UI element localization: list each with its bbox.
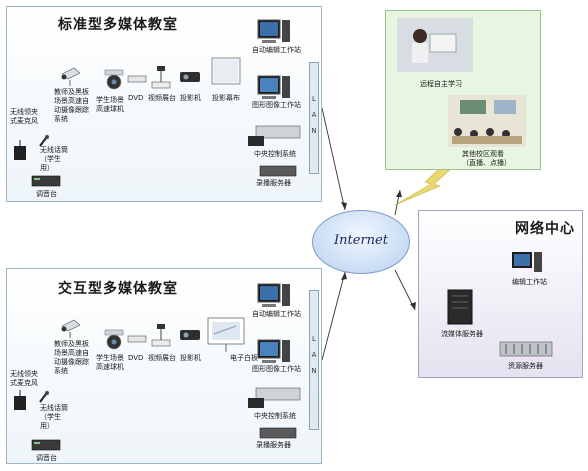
- student-camera-label: 学生场景高速球机: [96, 354, 124, 371]
- lapel-mic-icon: [14, 390, 26, 410]
- recording-server-icon: [259, 427, 297, 439]
- edit-workstation-icon: [512, 252, 542, 272]
- dvd-icon: [127, 335, 147, 343]
- projector-icon: [180, 330, 200, 340]
- internet-label: Internet: [334, 233, 388, 248]
- mixer-label: 调音台: [36, 190, 57, 198]
- screen-label: 投影幕布: [212, 94, 240, 102]
- central-control-icon: [248, 125, 301, 146]
- handheld-mic-icon: [39, 135, 49, 147]
- lapel-mic-label: 无线领夹式麦克风: [10, 108, 38, 125]
- mixer-icon: [31, 439, 61, 451]
- lightning-icon: [394, 167, 453, 206]
- lan-bar: L A N: [309, 62, 319, 174]
- central-control-icon: [248, 387, 301, 408]
- recording-server-label: 录播服务器: [256, 441, 291, 449]
- streaming-server-label: 流媒体服务器: [441, 330, 483, 338]
- workstation-icon: [257, 283, 290, 307]
- self-study-photo: [397, 18, 473, 72]
- dvd-label: DVD: [128, 354, 144, 362]
- central-control-label: 中央控制系统: [254, 150, 296, 158]
- edit-ws-label: 编辑工作站: [512, 278, 547, 286]
- workstation-icon: [257, 339, 290, 363]
- mixer-icon: [31, 175, 61, 187]
- recording-server-label: 录播服务器: [256, 179, 291, 187]
- projection-screen-icon: [211, 57, 241, 85]
- dvd-icon: [127, 75, 147, 83]
- streaming-server-icon: [447, 289, 473, 325]
- whiteboard-label: 电子白板: [230, 354, 258, 362]
- lapel-mic-label: 无线领夹式麦克风: [10, 370, 38, 387]
- teacher-camera-icon: [61, 319, 81, 338]
- mixer-label: 调音台: [36, 454, 57, 462]
- recording-server-icon: [259, 165, 297, 177]
- lapel-mic-icon: [14, 140, 26, 160]
- self-study-label: 远程自主学习: [420, 80, 462, 88]
- workstation-icon: [257, 75, 290, 99]
- other-campus-sub-label: （直播、点播）: [462, 159, 511, 167]
- dome-camera-icon: [104, 69, 124, 90]
- projector-icon: [180, 72, 200, 82]
- visualizer-icon: [151, 66, 171, 89]
- campus-classroom-photo: [448, 95, 526, 147]
- central-control-label: 中央控制系统: [254, 412, 296, 420]
- wireless-mic-label: 无线话筒（学生用）: [40, 404, 68, 430]
- wireless-mic-label: 无线话筒（学生用）: [40, 146, 68, 172]
- dome-camera-icon: [104, 329, 124, 350]
- graphics-ws-label: 图形图像工作站: [252, 101, 301, 109]
- whiteboard-icon: [207, 317, 245, 352]
- network-center-title: 网络中心: [515, 221, 575, 237]
- projector-label: 投影机: [180, 94, 201, 102]
- dvd-label: DVD: [128, 94, 144, 102]
- internet-cloud: Internet: [312, 210, 410, 274]
- auto-edit-ws-label: 自动编辑工作站: [252, 310, 301, 318]
- visualizer-label: 视频展台: [148, 94, 176, 102]
- teacher-camera-label: 教师及黑板场景高速自动摄像跟踪系统: [54, 88, 89, 123]
- auto-edit-ws-label: 自动编辑工作站: [252, 46, 301, 54]
- interactive-classroom-title: 交互型多媒体教室: [58, 281, 178, 297]
- resource-server-label: 资源服务器: [508, 362, 543, 370]
- visualizer-label: 视频展台: [148, 354, 176, 362]
- other-campus-label: 其他校区观看: [462, 150, 504, 158]
- visualizer-icon: [151, 324, 171, 347]
- student-camera-label: 学生场景高速球机: [96, 96, 124, 113]
- teacher-camera-label: 教师及黑板场景高速自动摄像跟踪系统: [54, 340, 89, 375]
- lan-bar: L A N: [309, 290, 319, 430]
- resource-server-icon: [499, 341, 553, 357]
- workstation-icon: [257, 19, 290, 43]
- projector-label: 投影机: [180, 354, 201, 362]
- standard-classroom-title: 标准型多媒体教室: [58, 17, 178, 33]
- handheld-mic-icon: [39, 391, 49, 403]
- teacher-camera-icon: [61, 67, 81, 86]
- graphics-ws-label: 图形图像工作站: [252, 365, 301, 373]
